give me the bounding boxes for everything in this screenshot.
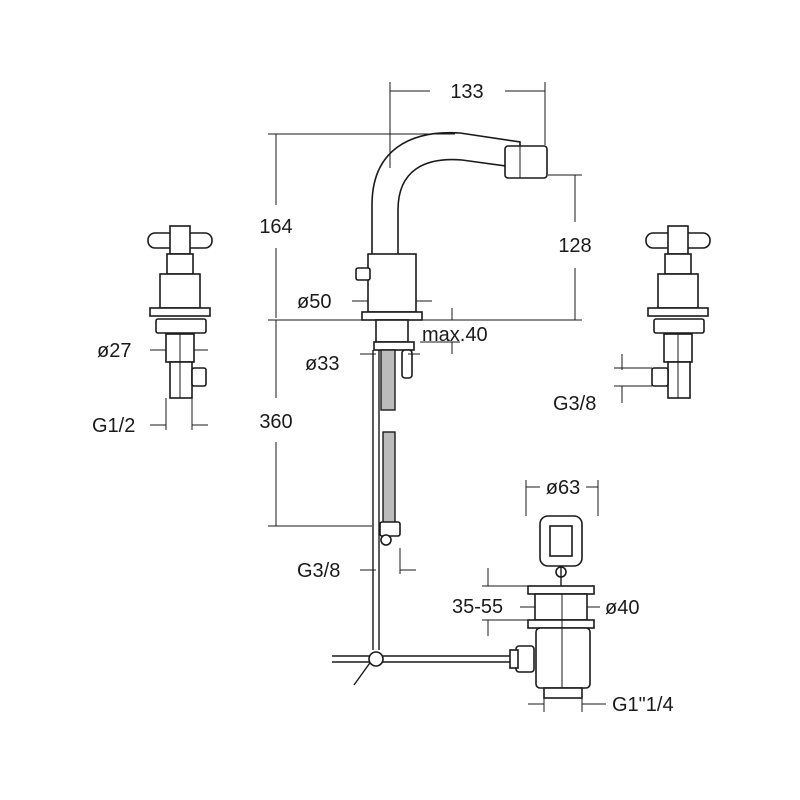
dim-hose-connection: G3/8 [297,560,340,582]
dim-valve-flange-diameter: ø27 [97,340,131,362]
dim-spout-height: 128 [558,235,591,257]
dim-valve-inlet-thread: G1/2 [92,415,135,437]
dim-waste-adjust-range: 35-55 [452,596,503,618]
dimension-lines [150,82,652,712]
hose-lower [382,431,396,525]
hose-upper [380,349,396,411]
mixer-body [355,131,548,379]
dim-body-diameter: ø50 [297,291,331,313]
dim-hose-length: 360 [259,411,292,433]
left-valve [147,225,213,399]
hose-connector [379,521,401,546]
dim-waste-outlet-thread: G1"1/4 [612,694,674,716]
dim-overall-height: 164 [259,216,292,238]
dim-spout-reach: 133 [450,81,483,103]
dim-waste-hole-diameter: ø40 [605,597,639,619]
dim-deck-thickness: max.40 [422,324,488,346]
right-valve [645,225,711,399]
popup-waste [509,515,595,699]
pull-rod [332,350,520,686]
dim-waste-knob-diameter: ø63 [546,477,580,499]
dim-hole-diameter: ø33 [305,353,339,375]
dim-valve-outlet-thread: G3/8 [553,393,596,415]
